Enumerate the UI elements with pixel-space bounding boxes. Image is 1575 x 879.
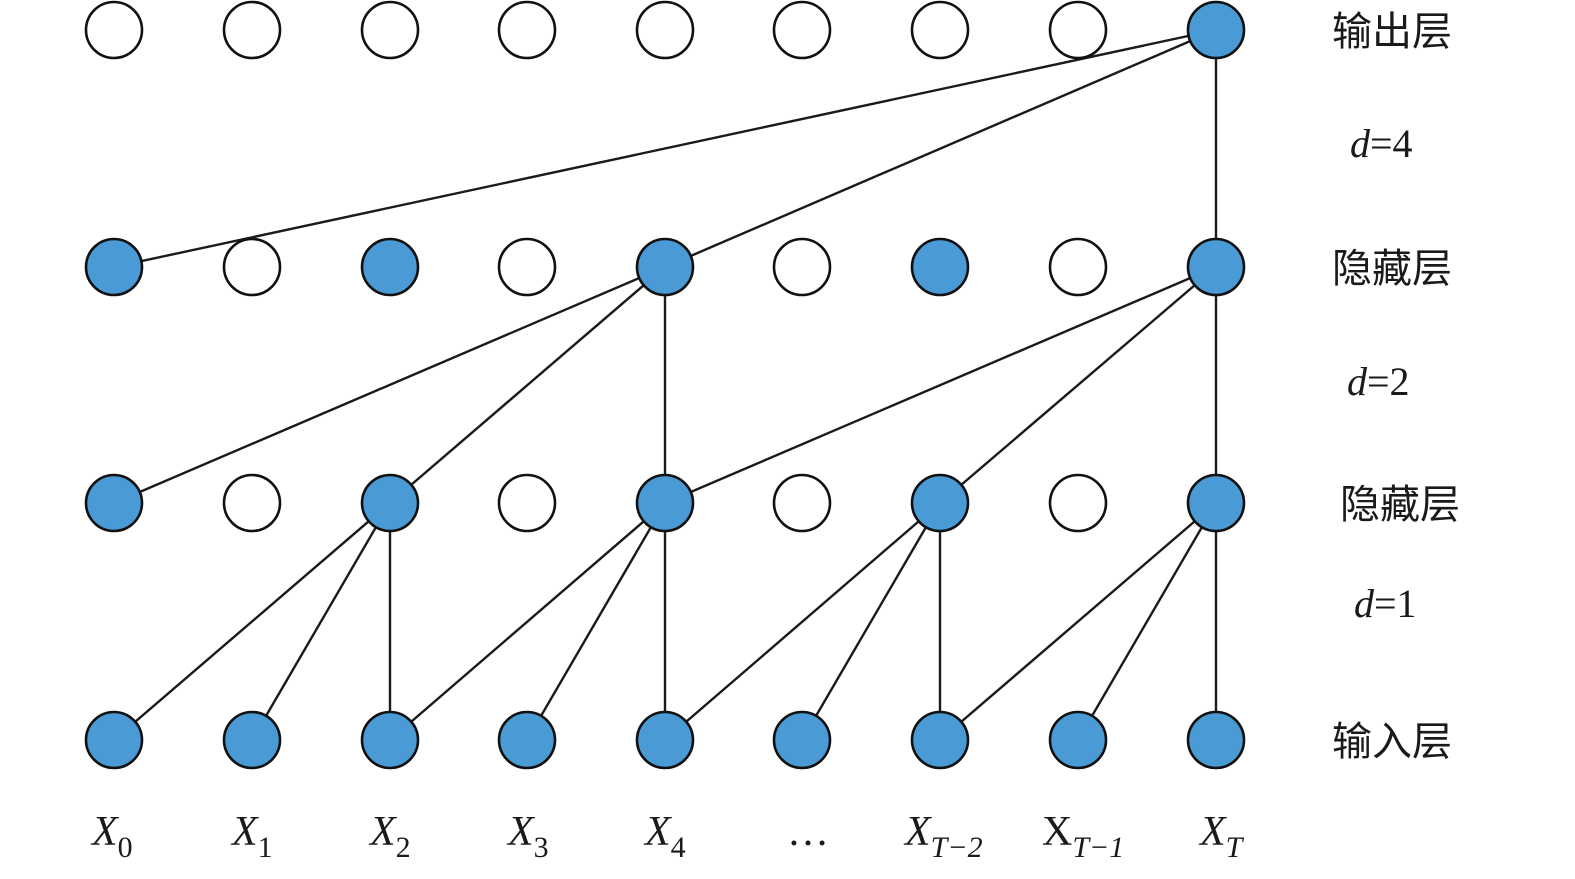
input-step-label: X4 <box>643 809 686 864</box>
active-node <box>497 710 557 770</box>
inactive-node <box>497 473 557 533</box>
active-node <box>910 473 970 533</box>
active-node <box>1186 0 1246 60</box>
input-step-base: X <box>90 809 120 855</box>
inactive-node <box>1048 473 1108 533</box>
active-node <box>772 710 832 770</box>
inactive-node <box>222 473 282 533</box>
layer-label: 隐藏层 <box>1340 482 1460 528</box>
inactive-node <box>772 0 832 60</box>
dilation-value: =1 <box>1374 581 1417 626</box>
inactive-node <box>772 237 832 297</box>
active-node <box>635 710 695 770</box>
active-node <box>84 237 144 297</box>
inactive-node <box>497 237 557 297</box>
input-step-subscript: 2 <box>396 831 411 864</box>
active-node <box>635 473 695 533</box>
connection-edge <box>939 502 1217 741</box>
inactive-node <box>772 473 832 533</box>
input-step-label: X2 <box>368 809 411 864</box>
dilation-var: d <box>1347 359 1368 404</box>
dilation-var: d <box>1350 121 1371 166</box>
input-step-base: X <box>643 809 673 855</box>
layer-label: 输出层 <box>1332 9 1452 55</box>
active-node <box>222 710 282 770</box>
active-node <box>910 237 970 297</box>
inactive-node <box>910 0 970 60</box>
connection-edge <box>113 265 666 505</box>
connection-edge <box>939 266 1217 504</box>
input-step-base: X <box>230 809 260 855</box>
connection-edge <box>664 28 1217 269</box>
active-node <box>360 473 420 533</box>
dilation-var: d <box>1354 581 1375 626</box>
active-node <box>1048 710 1108 770</box>
input-step-subscript: T−1 <box>1072 831 1124 864</box>
inactive-node <box>1048 237 1108 297</box>
layer-label: 输入层 <box>1332 719 1452 765</box>
input-step-base: X <box>368 809 398 855</box>
input-step-label: XT−2 <box>903 809 983 864</box>
input-step-label: X1 <box>230 809 273 864</box>
dilation-value: =4 <box>1370 121 1413 166</box>
connection-edge <box>389 266 666 504</box>
layer-label: 隐藏层 <box>1332 246 1452 292</box>
inactive-node <box>84 0 144 60</box>
nodes <box>84 0 1246 770</box>
active-node <box>910 710 970 770</box>
input-step-subscript: 4 <box>671 831 686 864</box>
input-step-subscript: 3 <box>534 831 549 864</box>
dilation-label: d=1 <box>1354 581 1417 626</box>
input-step-label: X3 <box>506 809 549 864</box>
dilation-labels: d=4d=2d=1 <box>1347 121 1417 626</box>
inactive-node <box>1048 0 1108 60</box>
connection-edge <box>113 28 1217 269</box>
active-node <box>1186 710 1246 770</box>
dilation-value: =2 <box>1367 359 1410 404</box>
edges <box>113 28 1218 741</box>
connection-edge <box>250 502 392 741</box>
input-step-subscript: T−2 <box>931 831 983 864</box>
connection-edge <box>525 502 667 741</box>
input-step-base: X <box>1198 809 1228 855</box>
connection-edge <box>800 502 942 741</box>
input-step-label: … <box>787 809 829 855</box>
connection-edge <box>664 265 1217 505</box>
inactive-node <box>497 0 557 60</box>
connection-edge <box>389 502 666 741</box>
active-node <box>360 710 420 770</box>
input-step-base: X <box>903 809 933 855</box>
input-step-base: X <box>506 809 536 855</box>
connection-edge <box>113 502 391 741</box>
active-node <box>360 237 420 297</box>
input-step-base: … <box>787 809 829 855</box>
connection-edge <box>664 502 941 741</box>
input-step-base: X <box>1042 809 1072 855</box>
input-step-subscript: T <box>1226 831 1245 864</box>
input-step-label: XT <box>1198 809 1245 864</box>
active-node <box>1186 237 1246 297</box>
input-step-label: XT−1 <box>1042 809 1124 864</box>
inactive-node <box>360 0 420 60</box>
input-step-subscript: 1 <box>258 831 273 864</box>
inactive-node <box>635 0 695 60</box>
inactive-node <box>222 237 282 297</box>
connection-edge <box>1076 502 1218 741</box>
input-step-label: X0 <box>90 809 133 864</box>
input-step-subscript: 0 <box>118 831 133 864</box>
active-node <box>635 237 695 297</box>
inactive-node <box>222 0 282 60</box>
active-node <box>1186 473 1246 533</box>
dilation-label: d=4 <box>1350 121 1413 166</box>
active-node <box>84 473 144 533</box>
dilation-label: d=2 <box>1347 359 1410 404</box>
active-node <box>84 710 144 770</box>
